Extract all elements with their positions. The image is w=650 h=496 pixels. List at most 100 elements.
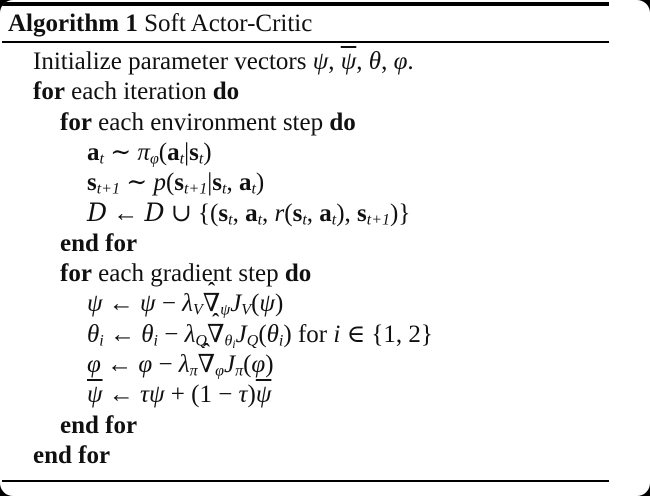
math-token: , [262, 200, 275, 228]
math-token: τ [238, 381, 248, 409]
math-token: )} [390, 200, 411, 228]
hat-accent: ˆ [202, 339, 210, 364]
bottom-rule [2, 480, 609, 482]
math-token: a [238, 169, 252, 197]
math-token: r [274, 200, 285, 228]
math-token: . [407, 48, 414, 75]
math-token: each iteration [64, 78, 213, 106]
math-token: each environment step [91, 108, 330, 136]
math-token: | [207, 169, 213, 197]
accented-symbol: ˆ∇ [203, 280, 220, 319]
math-token: λ [178, 350, 190, 378]
math-token: i [153, 332, 158, 350]
math-token: ψ [87, 290, 103, 318]
math-token: ( [258, 320, 267, 348]
math-token: i [278, 332, 284, 350]
algorithm-line: Initialize parameter vectors ψ, ψ, θ, φ. [0, 47, 650, 77]
math-token: , [381, 48, 394, 75]
math-token: λ [182, 290, 193, 318]
math-token: t [257, 212, 263, 229]
algorithm-line: for each gradient step do [0, 259, 650, 289]
math-token: end for [33, 441, 111, 469]
algorithm-number-label: Algorithm 1 [8, 10, 138, 37]
algorithm-title: Soft Actor-Critic [137, 10, 313, 37]
math-token: s [212, 169, 222, 197]
math-token: θ [87, 320, 100, 348]
math-token: t+1 [184, 180, 208, 198]
math-token: t [198, 150, 204, 168]
math-token: t [331, 212, 337, 229]
algorithm-line: for each iteration do [0, 77, 650, 107]
math-token: − [157, 320, 185, 348]
math-token: φ [251, 350, 266, 378]
math-token: ∼ [119, 169, 154, 197]
math-token: ψ [255, 381, 272, 409]
math-token: φ [149, 150, 159, 168]
math-token: π [235, 362, 244, 380]
math-token: ) [255, 169, 265, 197]
math-token: π [189, 362, 198, 380]
math-token: s [174, 169, 184, 197]
math-token: ∈ {1, 2} [340, 320, 433, 348]
math-token: − [152, 350, 179, 378]
math-token: for [33, 78, 65, 106]
math-token: ( [251, 290, 260, 318]
accented-symbol: ˆ∇ [197, 340, 216, 380]
math-token: end for [60, 411, 138, 439]
math-token: a [319, 200, 332, 228]
math-token: π [137, 138, 150, 166]
math-token: θ [266, 320, 279, 348]
math-token: Q [195, 332, 207, 350]
math-token: ) [265, 350, 274, 378]
math-token: do [284, 260, 312, 288]
math-token: ∇ [197, 350, 216, 378]
math-token: , [232, 200, 246, 228]
algorithm-line: st+1 ∼ p(st+1|st, at) [0, 168, 650, 198]
math-token: + (1 − [164, 381, 239, 409]
math-token: a [87, 138, 100, 166]
math-token: p [153, 169, 166, 197]
math-token: t [251, 180, 256, 198]
hat-accent: ˆ [212, 308, 220, 333]
math-token: t [228, 212, 233, 229]
algorithm-line: D ← D ∪ {(st, at, r(st, at), st+1)} [0, 198, 650, 229]
math-token: ψ [340, 48, 357, 75]
math-token: s [357, 200, 367, 228]
top-rule [2, 2, 609, 6]
math-token: | [184, 138, 190, 166]
math-token: θ [368, 48, 382, 75]
math-token: s [87, 169, 97, 197]
math-token: end for [60, 229, 138, 257]
math-token: ( [158, 138, 168, 166]
algorithm-line: end for [0, 229, 650, 259]
algorithm-header: Algorithm 1 Soft Actor-Critic [8, 9, 312, 39]
math-token: ∇ [206, 320, 225, 348]
hat-accent: ˆ [207, 278, 216, 303]
math-token: J [230, 290, 242, 318]
math-token: D [144, 198, 165, 228]
algorithm-line: ψ ← τψ + (1 − τ)ψ [0, 380, 650, 410]
math-token: θ [224, 332, 233, 350]
math-token: a [167, 138, 180, 166]
math-token: ψ [220, 301, 231, 319]
math-token: for [60, 260, 92, 288]
algorithm-body: Initialize parameter vectors ψ, ψ, θ, φ.… [0, 47, 650, 471]
math-token: do [329, 108, 356, 136]
math-token: ← [102, 290, 141, 318]
math-token: ψ [312, 48, 329, 75]
math-token: φ [138, 350, 153, 378]
math-token: θ [141, 320, 154, 348]
math-token: ) for [283, 320, 334, 348]
math-token: do [212, 78, 240, 106]
math-token: s [218, 200, 229, 228]
math-token: ← [100, 350, 139, 378]
math-token: J [235, 320, 247, 348]
math-token: s [292, 200, 303, 228]
math-token: , [356, 48, 369, 75]
math-token: D [87, 198, 108, 228]
